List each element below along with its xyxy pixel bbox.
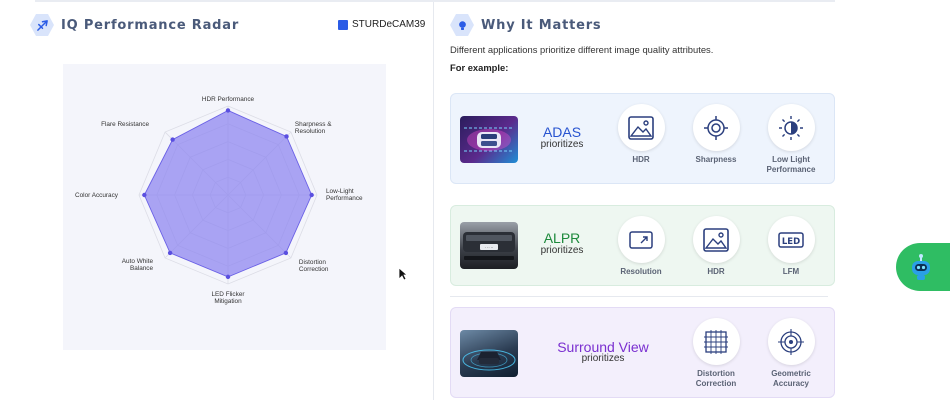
alpr-attr-hdr: HDR bbox=[681, 216, 751, 277]
sun-moon-icon bbox=[767, 104, 815, 151]
svg-text:· ·· ··: · ·· ·· bbox=[485, 245, 494, 250]
sv-attr-distortion: Distortion Correction bbox=[681, 318, 751, 389]
adas-attr-label-1: HDR bbox=[632, 155, 650, 164]
lightbulb-icon bbox=[450, 13, 474, 37]
adas-card: ADAS prioritizes HDR Sharpness Low Light… bbox=[450, 93, 835, 184]
sv-attr-label-1: Distortion Correction bbox=[695, 369, 737, 388]
target-focus-icon bbox=[692, 104, 740, 151]
radar-axis-label: Color Accuracy bbox=[75, 192, 119, 199]
adas-car-image bbox=[460, 116, 518, 163]
robot-icon bbox=[912, 254, 930, 280]
top-divider bbox=[35, 0, 835, 2]
radar-point[interactable] bbox=[167, 250, 173, 256]
radar-section: IQ Performance Radar STURDeCAM39 HDR Per… bbox=[30, 10, 425, 350]
led-icon: LED bbox=[767, 216, 815, 263]
hdr-icon bbox=[692, 216, 740, 263]
radar-point[interactable] bbox=[283, 250, 289, 256]
surround-view-card: Surround View prioritizes Distortion Cor… bbox=[450, 307, 835, 398]
radar-header: IQ Performance Radar bbox=[30, 10, 425, 40]
adas-prioritizes: prioritizes bbox=[540, 139, 584, 150]
resolution-icon bbox=[617, 216, 665, 263]
chart-legend[interactable]: STURDeCAM39 bbox=[338, 19, 425, 30]
adas-attr-label-2: Sharpness bbox=[695, 155, 737, 164]
grid-icon bbox=[692, 318, 740, 365]
alpr-attr-lfm: LED LFM bbox=[756, 216, 826, 277]
radar-point[interactable] bbox=[170, 137, 175, 142]
column-divider bbox=[433, 2, 434, 400]
chatbot-launcher[interactable] bbox=[896, 243, 950, 291]
crosshair-icon bbox=[767, 318, 815, 365]
why-intro: Different applications prioritize differ… bbox=[450, 44, 714, 55]
alpr-attr-label-2: HDR bbox=[707, 267, 725, 276]
why-example: For example: bbox=[450, 62, 509, 73]
why-header: Why It Matters bbox=[450, 10, 840, 40]
alpr-attr-label-3: LFM bbox=[782, 267, 800, 276]
alpr-prioritizes: prioritizes bbox=[540, 245, 584, 256]
alpr-attr-label-1: Resolution bbox=[620, 267, 662, 276]
adas-attr-hdr: HDR bbox=[606, 104, 676, 165]
why-section: Why It Matters bbox=[450, 10, 840, 40]
mouse-cursor-icon bbox=[398, 267, 408, 281]
alpr-card: · ·· ·· ALPR prioritizes Resolution HDR … bbox=[450, 205, 835, 286]
surround-view-car-image bbox=[460, 330, 518, 377]
adas-attr-lowlight: Low Light Performance bbox=[756, 104, 826, 175]
sv-attr-geometric: Geometric Accuracy bbox=[756, 318, 826, 389]
radar-point[interactable] bbox=[225, 108, 231, 113]
hdr-icon bbox=[617, 104, 665, 151]
alpr-name: ALPR bbox=[543, 230, 581, 246]
why-title: Why It Matters bbox=[481, 17, 602, 33]
radar-axis-label: HDR Performance bbox=[202, 96, 255, 103]
radar-title: IQ Performance Radar bbox=[61, 17, 240, 33]
legend-swatch bbox=[338, 19, 348, 30]
led-icon-text: LED bbox=[782, 237, 800, 247]
surround-view-name: Surround View bbox=[557, 339, 649, 355]
alpr-attr-resolution: Resolution bbox=[606, 216, 676, 277]
adas-attr-sharpness: Sharpness bbox=[681, 104, 751, 165]
radar-point[interactable] bbox=[284, 134, 289, 139]
sv-attr-label-2: Geometric Accuracy bbox=[771, 369, 811, 388]
radar-point[interactable] bbox=[225, 274, 231, 280]
radar-point[interactable] bbox=[309, 192, 314, 198]
radar-axis-label: Flare Resistance bbox=[101, 121, 149, 128]
radar-axis-label: Sharpness &Resolution bbox=[295, 121, 332, 135]
radar-icon bbox=[30, 13, 54, 37]
legend-label: STURDeCAM39 bbox=[352, 19, 426, 30]
alpr-car-image: · ·· ·· bbox=[460, 222, 518, 269]
adas-name: ADAS bbox=[542, 124, 582, 140]
adas-attr-label-3: Low Light Performance bbox=[766, 155, 816, 174]
section-separator bbox=[450, 296, 828, 297]
surround-view-prioritizes: prioritizes bbox=[581, 353, 625, 364]
radar-point[interactable] bbox=[142, 192, 147, 198]
